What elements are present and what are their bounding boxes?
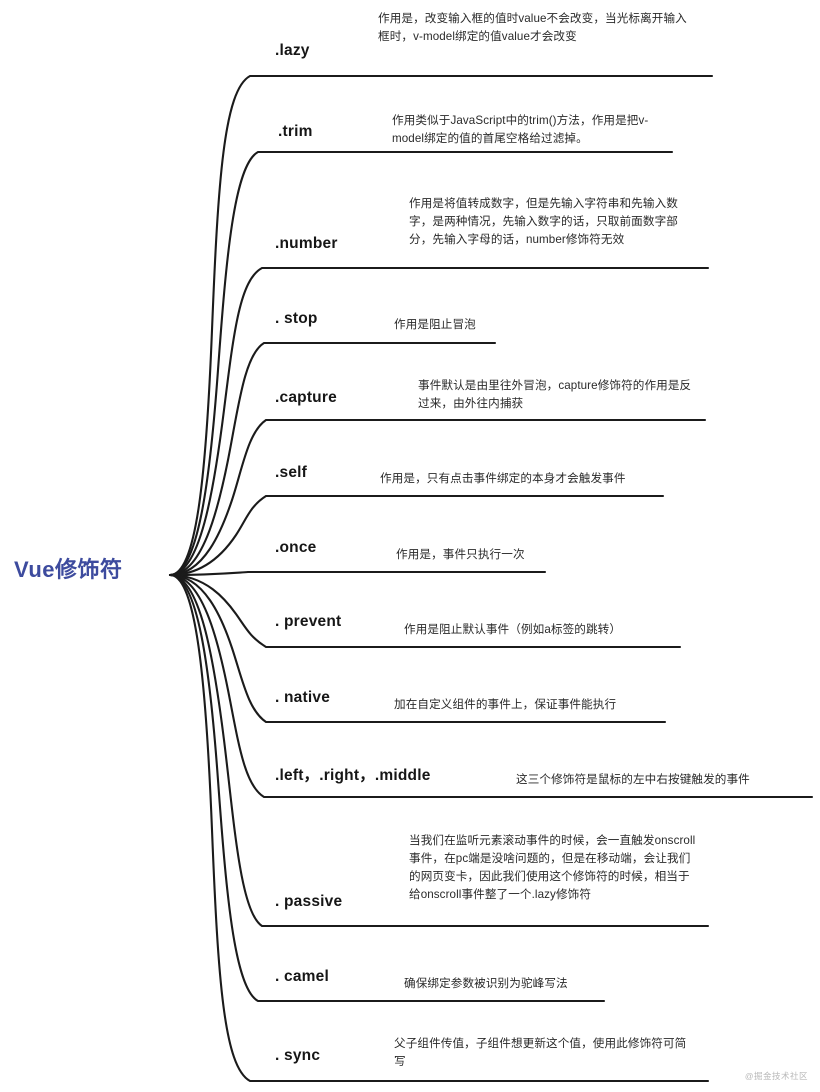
- branch-desc-mouse-buttons: 这三个修饰符是鼠标的左中右按键触发的事件: [516, 773, 750, 786]
- branch-label-trim: .trim: [278, 123, 313, 140]
- branch-line-once: [168, 570, 547, 577]
- branch-label-prevent: . prevent: [275, 613, 342, 630]
- branch-label-self: .self: [275, 464, 308, 481]
- branch-line-number: [168, 266, 710, 577]
- branch-label-camel: . camel: [275, 968, 329, 985]
- branch-desc-sync: 父子组件传值，子组件想更新这个值，使用此修饰符可简写: [394, 1037, 687, 1068]
- branch-desc-lazy: 作用是，改变输入框的值时value不会改变，当光标离开输入框时，v-model绑…: [378, 12, 687, 43]
- branch-desc-passive: 当我们在监听元素滚动事件的时候，会一直触发onscroll事件，在pc端是没啥问…: [409, 834, 696, 901]
- branch-label-native: . native: [275, 689, 331, 706]
- branch-desc-number: 作用是将值转成数字，但是先输入字符串和先输入数字，是两种情况，先输入数字的话，只…: [409, 197, 678, 246]
- branch-desc-capture: 事件默认是由里往外冒泡，capture修饰符的作用是反过来，由外往内捕获: [418, 379, 692, 410]
- branch-label-once: .once: [275, 539, 317, 556]
- branch-desc-stop: 作用是阻止冒泡: [394, 318, 476, 331]
- branch-label-lazy: .lazy: [275, 42, 310, 59]
- branch-label-passive: . passive: [275, 893, 343, 910]
- branch-label-sync: . sync: [275, 1047, 321, 1064]
- branch-desc-camel: 确保绑定参数被识别为驼峰写法: [404, 977, 568, 990]
- branch-label-mouse-buttons: .left，.right，.middle: [275, 767, 431, 784]
- branch-line-sync: [168, 573, 710, 1083]
- branch-desc-native: 加在自定义组件的事件上，保证事件能执行: [394, 698, 617, 711]
- branch-label-number: .number: [275, 235, 338, 252]
- watermark: @掘金技术社区: [744, 1071, 808, 1081]
- branch-desc-prevent: 作用是阻止默认事件（例如a标签的跳转）: [404, 623, 622, 636]
- branch-desc-self: 作用是，只有点击事件绑定的本身才会触发事件: [380, 472, 626, 485]
- root-node-label[interactable]: Vue修饰符: [14, 557, 123, 582]
- branch-desc-once: 作用是，事件只执行一次: [396, 548, 525, 561]
- branch-label-capture: .capture: [275, 389, 337, 406]
- branch-desc-trim: 作用类似于JavaScript中的trim()方法，作用是把v-model绑定的…: [392, 114, 649, 145]
- branch-line-mouse-buttons: [168, 573, 814, 799]
- branch-label-stop: . stop: [275, 310, 318, 327]
